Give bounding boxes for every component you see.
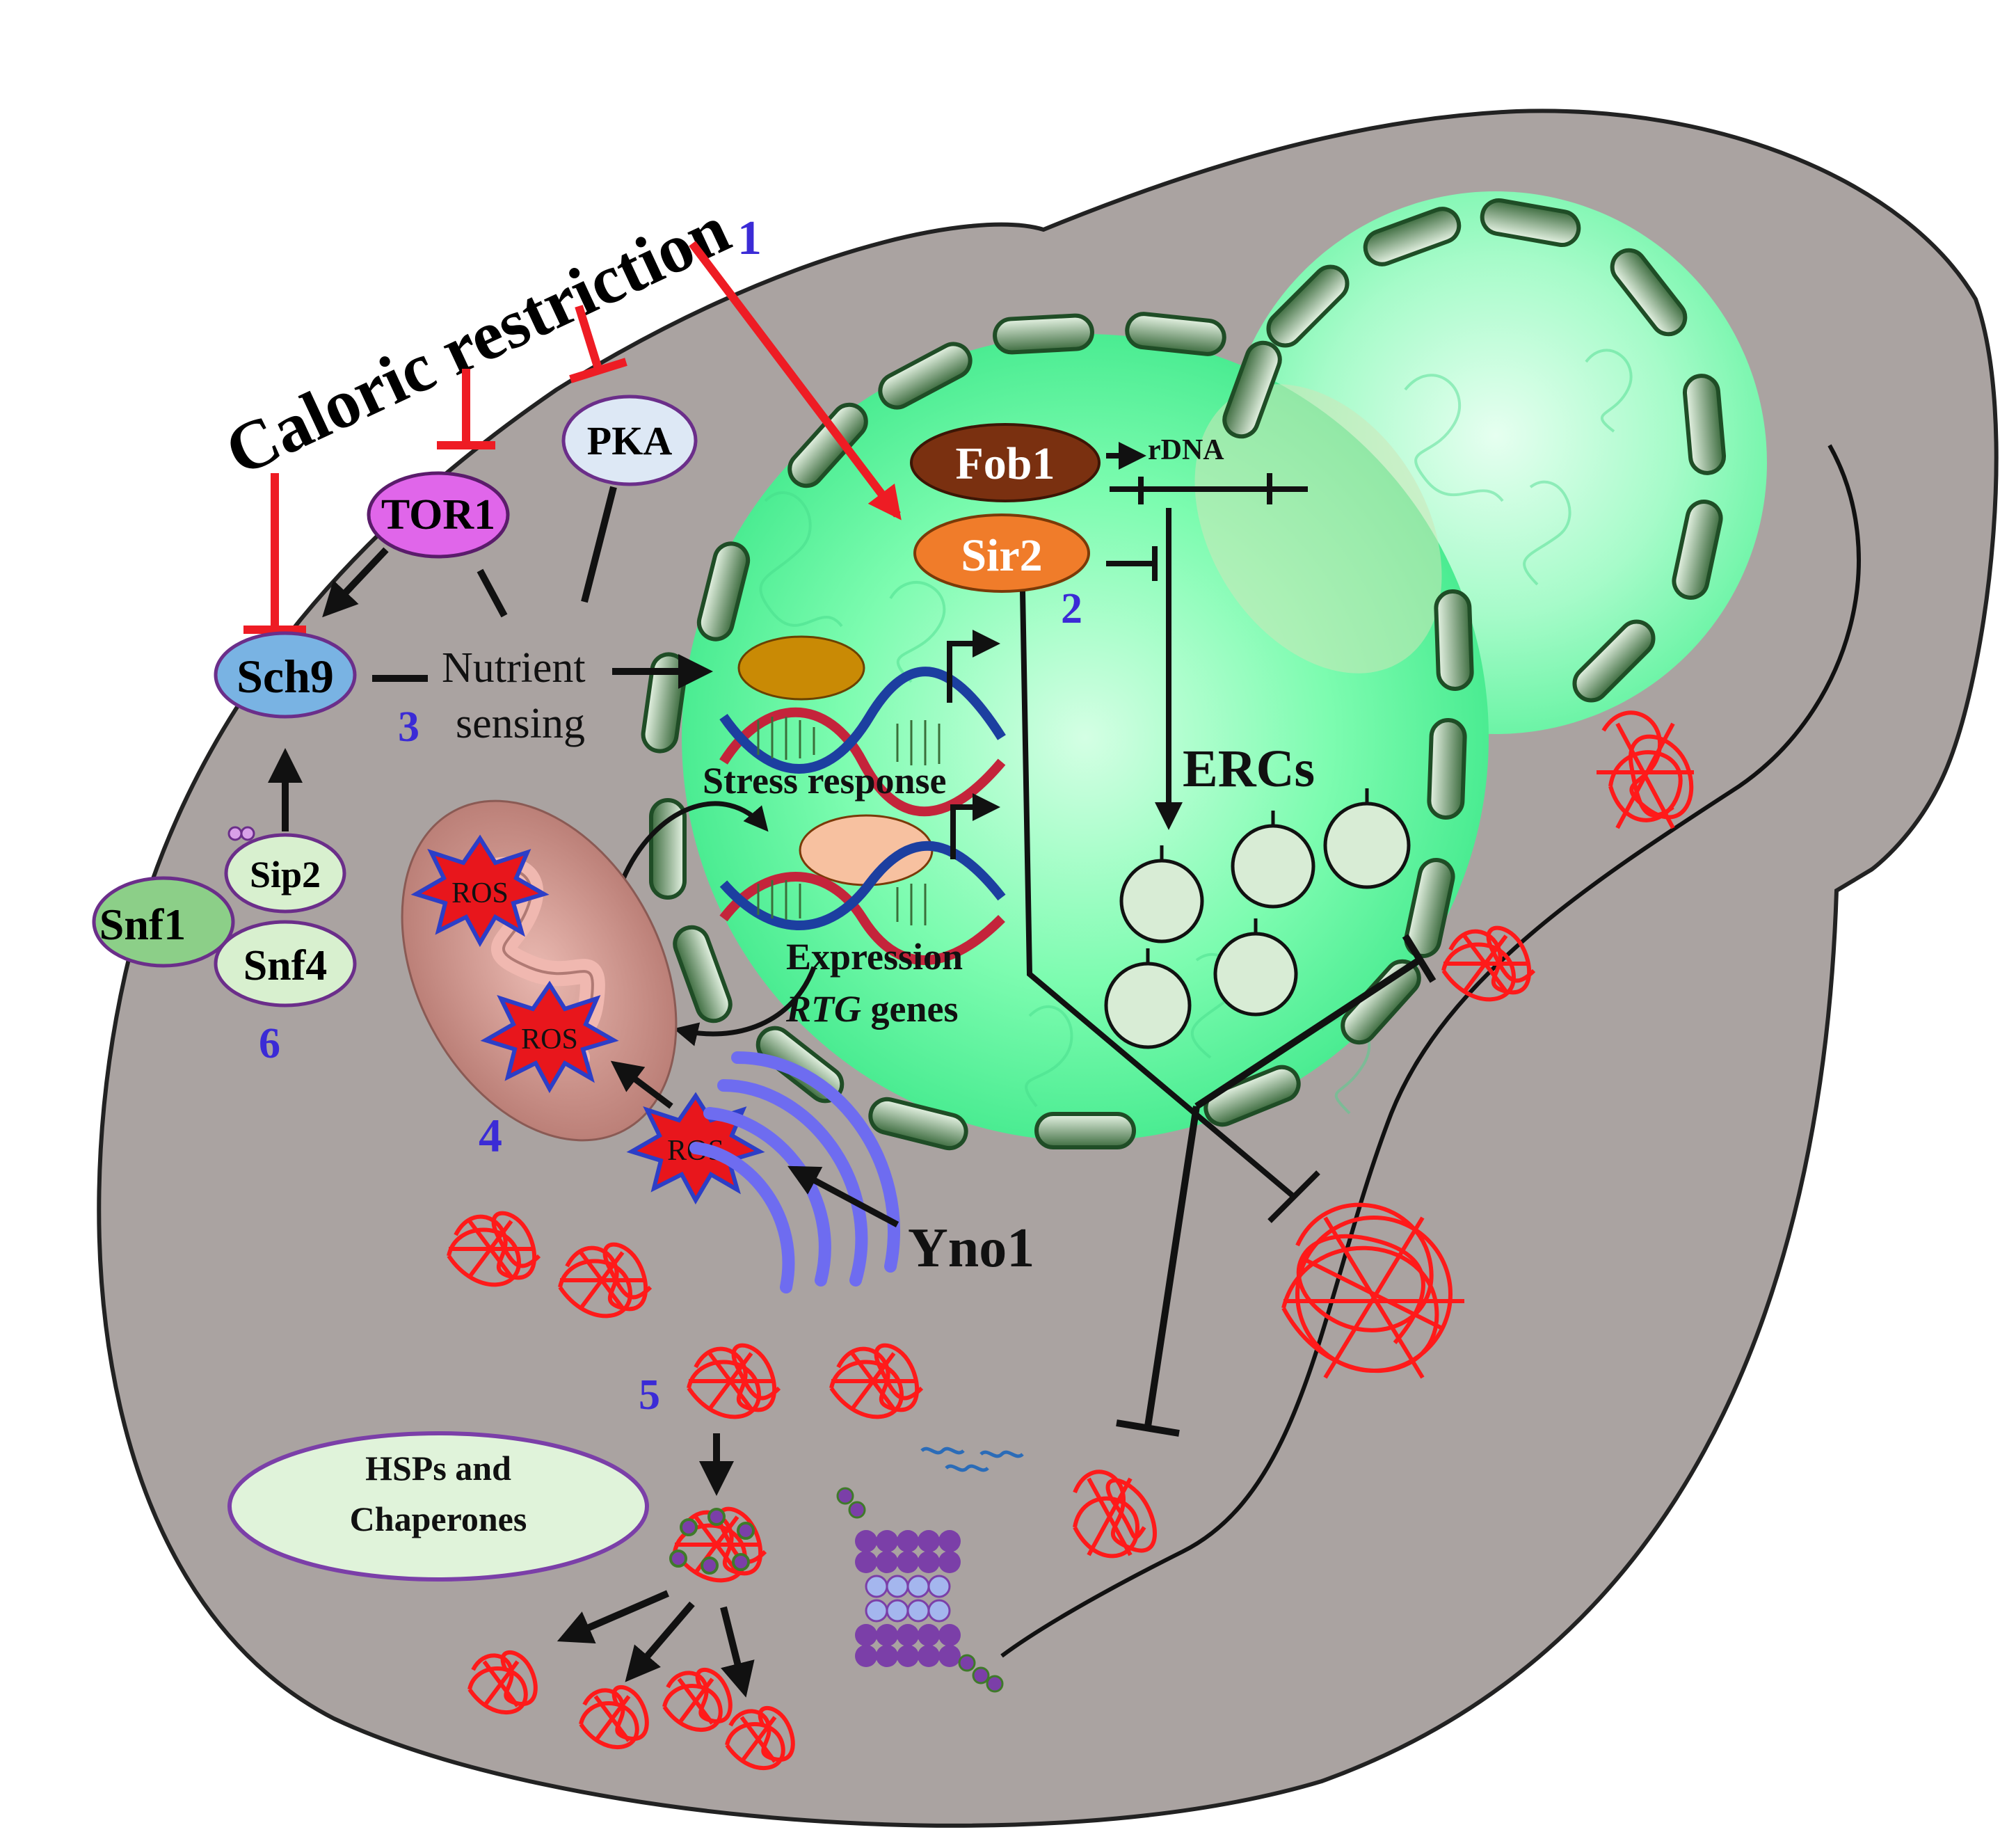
aggregate xyxy=(1597,710,1694,829)
genes-text: genes xyxy=(861,988,958,1030)
rdna-region xyxy=(1194,384,1442,674)
step-number-3: 3 xyxy=(398,703,419,751)
pka-label: PKA xyxy=(587,418,673,463)
erc-circles xyxy=(1104,788,1411,1049)
aggregate xyxy=(725,1706,795,1771)
erc-circle xyxy=(1231,811,1315,909)
aggregate-inhibition-lines xyxy=(1116,934,1437,1437)
nutrient-label: Nutrient xyxy=(442,644,586,692)
aggregate xyxy=(687,1343,781,1419)
sir2-inhibition-line xyxy=(1020,591,1296,1200)
snf1-complex: Snf1 Sip2 Snf4 xyxy=(92,826,357,1007)
hsps-chaperones-node: HSPs and Chaperones xyxy=(227,1431,649,1582)
fob1-label: Fob1 xyxy=(955,438,1055,489)
erc-circle xyxy=(1323,788,1411,889)
sir2-inhibition-bar xyxy=(1267,1170,1320,1223)
ros-label: ROS xyxy=(521,1023,578,1056)
yno1-arrow xyxy=(787,1165,899,1227)
erc-circle xyxy=(1119,845,1204,943)
erc-circle xyxy=(1104,948,1192,1049)
sir2-label: Sir2 xyxy=(961,530,1042,581)
hsps-line2: Chaperones xyxy=(350,1499,527,1538)
aggregate xyxy=(1441,925,1536,1002)
sch9-node: Sch9 xyxy=(214,631,357,719)
sch9-label: Sch9 xyxy=(237,650,334,703)
step-number-4: 4 xyxy=(479,1109,502,1162)
aggregate xyxy=(1073,1469,1157,1559)
pathway-connectors xyxy=(268,486,713,831)
aggregate xyxy=(1281,1202,1464,1379)
ros-to-mito-arrow xyxy=(610,1060,673,1109)
snf4-label: Snf4 xyxy=(243,942,328,989)
step-number-1: 1 xyxy=(737,212,762,265)
tor1-label: TOR1 xyxy=(381,491,495,539)
ercs-label: ERCs xyxy=(1183,740,1315,798)
refolding-arrows xyxy=(557,1433,755,1698)
sip2-label: Sip2 xyxy=(250,854,321,895)
retrograde-arrow xyxy=(620,801,769,882)
aggregate xyxy=(579,1685,649,1750)
aggregate xyxy=(662,1668,733,1733)
rtg-genes-label: RTG genes xyxy=(785,988,958,1030)
ros-star: ROS xyxy=(480,980,619,1094)
erc-circle xyxy=(1213,918,1298,1017)
aggregate xyxy=(447,1211,541,1287)
ros-label: ROS xyxy=(451,877,509,909)
fob1-node: Fob1 xyxy=(910,423,1101,502)
aggregate xyxy=(829,1343,924,1419)
hsps-line1: HSPs and xyxy=(365,1449,511,1488)
rtg-gene xyxy=(719,793,1006,965)
aggregate xyxy=(467,1650,538,1715)
pka-node: PKA xyxy=(561,395,698,486)
rdna-label: rDNA xyxy=(1148,434,1224,466)
sensing-label: sensing xyxy=(456,700,585,747)
stress-response-label: Stress response xyxy=(703,760,947,802)
chaperone-bound-aggregate xyxy=(669,1506,767,1583)
cr-inhibition-lines xyxy=(243,305,627,634)
sir2-node: Sir2 xyxy=(913,513,1090,593)
expression-label: Expression xyxy=(786,936,963,978)
yno1-label: Yno1 xyxy=(908,1218,1034,1279)
aggregate xyxy=(558,1242,653,1319)
ros-star: ROS xyxy=(410,834,550,948)
rdna-lines xyxy=(1106,442,1308,830)
tor1-node: TOR1 xyxy=(367,471,510,559)
step-number-2: 2 xyxy=(1061,585,1082,632)
protein-aggregates xyxy=(447,710,1694,1771)
proteasome xyxy=(836,1447,1024,1693)
step-number-5: 5 xyxy=(639,1371,660,1419)
anterograde-arrow xyxy=(673,966,817,1046)
snf1-label: Snf1 xyxy=(99,900,186,949)
cr-arrow-to-sir2 xyxy=(689,241,902,520)
dna-strand xyxy=(1000,444,1861,1658)
step-number-6: 6 xyxy=(259,1020,280,1067)
